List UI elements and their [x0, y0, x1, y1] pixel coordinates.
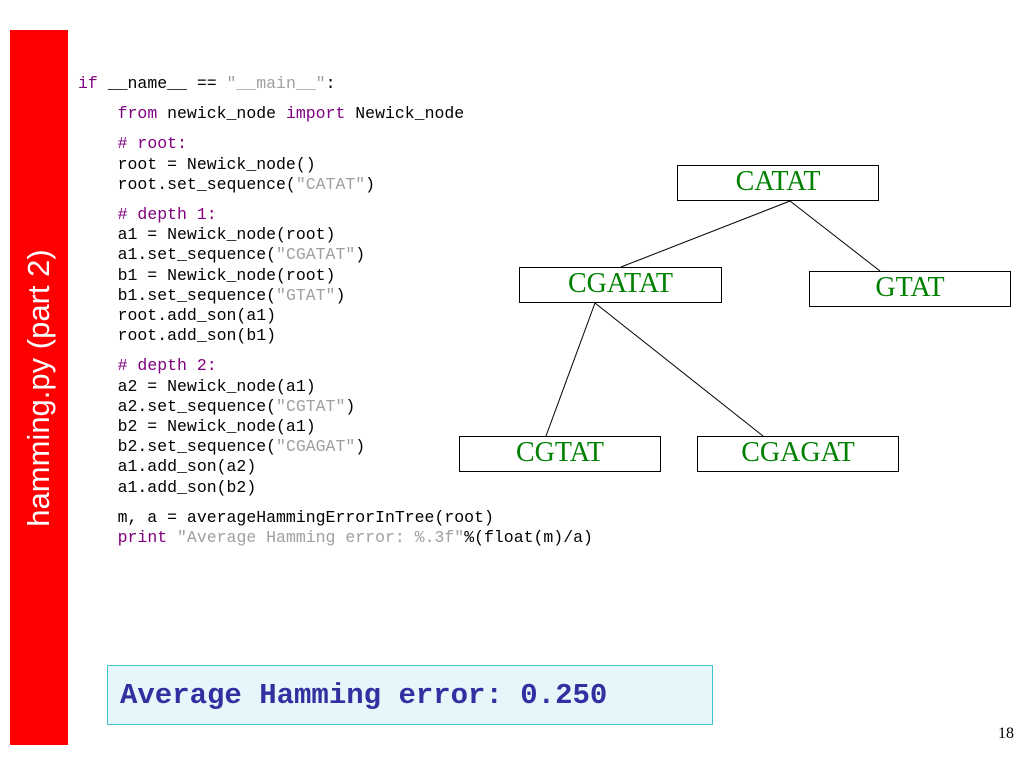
tree-edge-root-a1 [620, 200, 791, 268]
code-line: a2 = Newick_node(a1) [78, 377, 593, 397]
code-line: b2.set_sequence("CGAGAT") [78, 437, 593, 457]
code-line: # depth 1: [78, 205, 593, 225]
code-text: ) [365, 174, 376, 194]
code-text: a2 = Newick_node(a1) [78, 376, 316, 396]
code-block: if __name__ == "__main__": from newick_n… [78, 74, 593, 548]
code-comment: # depth 2: [117, 356, 217, 376]
code-text: ) [355, 245, 366, 265]
code-text: ) [355, 437, 366, 457]
tree-edge-a1-b2 [594, 302, 764, 437]
code-text: a2.set_sequence( [78, 396, 277, 416]
tree-node-a1: CGATAT [519, 267, 722, 303]
code-comment: # depth 1: [117, 205, 217, 225]
output-box: Average Hamming error: 0.250 [107, 665, 713, 725]
code-text: b1.set_sequence( [78, 285, 277, 305]
code-line: a1.set_sequence("CGATAT") [78, 245, 593, 265]
code-text: Newick_node [345, 104, 465, 124]
code-line: b1.set_sequence("GTAT") [78, 286, 593, 306]
code-text: ) [335, 285, 346, 305]
code-text: b2 = Newick_node(a1) [78, 417, 316, 437]
code-line: print "Average Hamming error: %.3f"%(flo… [78, 528, 593, 548]
code-string: "__main__" [226, 74, 326, 93]
code-text: a1.add_son(a2) [78, 457, 257, 477]
tree-node-root: CATAT [677, 165, 879, 201]
code-keyword: print [117, 528, 168, 548]
code-line: b2 = Newick_node(a1) [78, 417, 593, 437]
code-text: a1.set_sequence( [78, 245, 277, 265]
code-line: a2.set_sequence("CGTAT") [78, 397, 593, 417]
code-text: root.add_son(b1) [78, 326, 277, 346]
code-line: m, a = averageHammingErrorInTree(root) [78, 508, 593, 528]
code-comment: # root: [117, 134, 187, 154]
code-text: : [325, 74, 336, 93]
code-string: "CGATAT" [276, 245, 356, 265]
code-line: from newick_node import Newick_node [78, 104, 593, 124]
code-line: root.add_son(a1) [78, 306, 593, 326]
code-text: a1 = Newick_node(root) [78, 225, 336, 245]
tree-node-a2: CGTAT [459, 436, 661, 472]
code-text: a1.add_son(b2) [78, 477, 257, 497]
code-text: root = Newick_node() [78, 154, 316, 174]
output-text: Average Hamming error: 0.250 [120, 679, 608, 712]
code-line: root.set_sequence("CATAT") [78, 175, 593, 195]
code-text: root.add_son(a1) [78, 306, 277, 326]
code-text: root.set_sequence( [78, 174, 296, 194]
code-line: a1.add_son(a2) [78, 457, 593, 477]
title-sidebar [10, 30, 68, 745]
code-string: "GTAT" [276, 285, 336, 305]
code-string: "CGAGAT" [276, 437, 356, 457]
tree-edge-root-b1 [789, 200, 881, 272]
code-line: # depth 2: [78, 356, 593, 376]
page-number: 18 [998, 725, 1014, 742]
code-keyword: import [285, 104, 346, 124]
code-text: newick_node [157, 104, 286, 124]
code-keyword: from [117, 104, 158, 124]
code-keyword: if [78, 74, 98, 93]
tree-edge-a1-a2 [545, 302, 596, 437]
code-string: "Average Hamming error: %.3f" [177, 528, 465, 548]
code-string: "CATAT" [295, 174, 366, 194]
code-line: # root: [78, 134, 593, 154]
code-text: b2.set_sequence( [78, 437, 277, 457]
tree-node-b2: CGAGAT [697, 436, 899, 472]
code-text: %(float(m)/a) [464, 528, 593, 548]
code-text: b1 = Newick_node(root) [78, 265, 336, 285]
code-line: root.add_son(b1) [78, 326, 593, 346]
tree-node-b1: GTAT [809, 271, 1011, 307]
code-text: __name__ == [97, 74, 227, 93]
code-text: m, a = averageHammingErrorInTree(root) [78, 507, 494, 527]
code-text: ) [345, 396, 356, 416]
code-string: "CGTAT" [276, 396, 346, 416]
code-line: if __name__ == "__main__": [78, 74, 593, 94]
code-line: a1.add_son(b2) [78, 478, 593, 498]
code-line: b1 = Newick_node(root) [78, 266, 593, 286]
code-line: root = Newick_node() [78, 155, 593, 175]
code-line: a1 = Newick_node(root) [78, 225, 593, 245]
